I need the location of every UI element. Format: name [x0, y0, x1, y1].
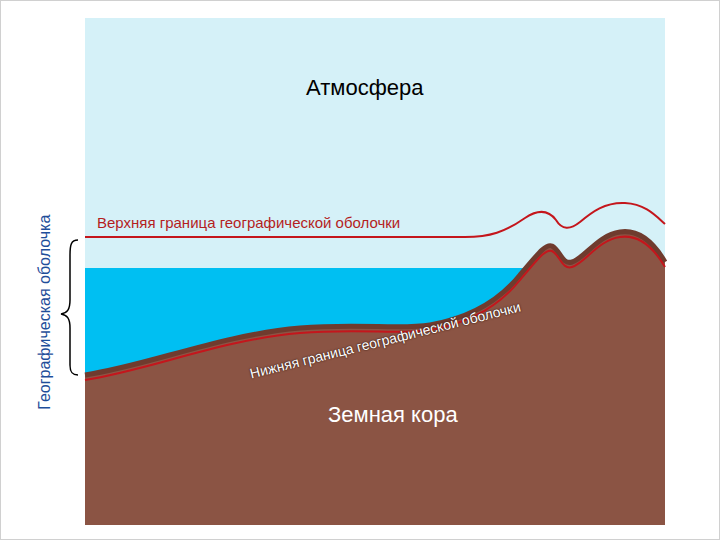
region-name: Атмосфера	[306, 75, 423, 100]
upper-boundary-label: Верхняя граница географической оболочки	[97, 214, 400, 231]
earth-crust-region: Земная кора	[328, 402, 458, 427]
envelope-brace	[61, 240, 78, 375]
earth-crust	[85, 232, 665, 525]
region-name: Земная кора	[328, 402, 458, 427]
upper-boundary-line	[85, 203, 665, 237]
crust-surface	[85, 232, 665, 375]
envelope-label: Географическая оболочка	[36, 215, 54, 410]
atmosphere-region: Атмосфера	[306, 75, 423, 100]
lower-boundary-line	[85, 237, 665, 380]
atmosphere-area	[85, 18, 665, 525]
